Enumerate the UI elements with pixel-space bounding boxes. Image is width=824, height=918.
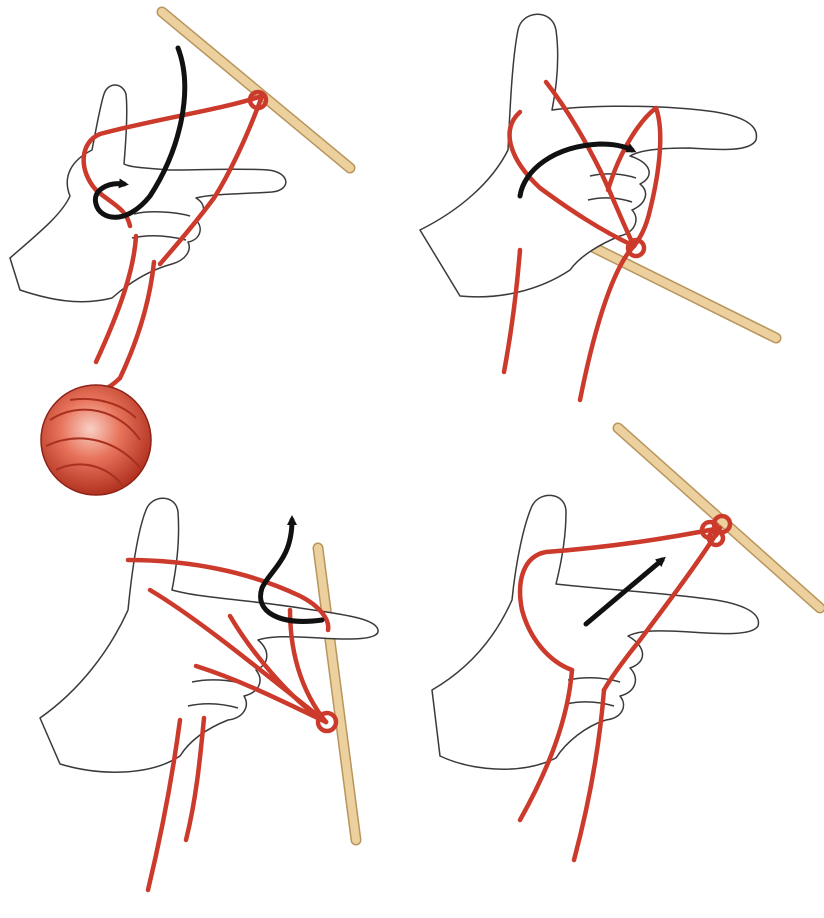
- panel-step-4: [432, 428, 820, 860]
- panel-step-1: [10, 12, 350, 495]
- panel-step-3: [40, 498, 378, 890]
- left-hand: [420, 14, 757, 297]
- panel-step-2: [420, 14, 776, 400]
- yarn-ball: [41, 385, 151, 495]
- left-hand: [10, 85, 286, 302]
